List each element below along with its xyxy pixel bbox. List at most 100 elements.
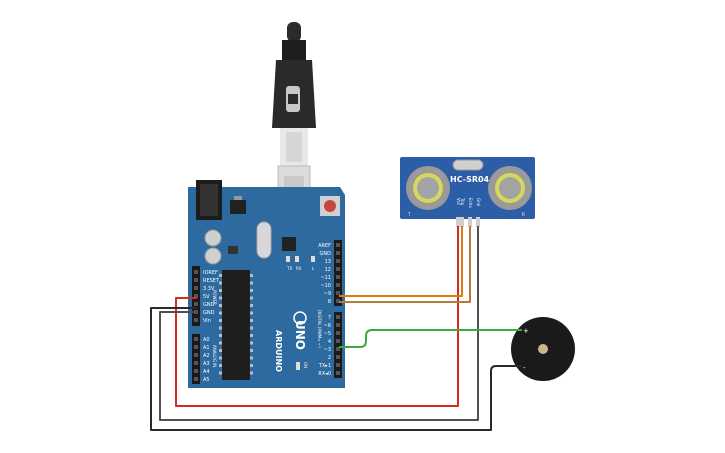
chip-pin (250, 341, 253, 345)
buzzer-minus-label: - (523, 364, 526, 372)
atmega-chip (222, 270, 250, 380)
digital-label: DIGITAL (PWM= ~) (317, 310, 322, 348)
chip-pin (250, 319, 253, 322)
sensor-pin[interactable] (460, 217, 464, 227)
wire-echo-brown[interactable] (339, 226, 471, 303)
pin-label: A2 (203, 353, 210, 359)
header-pin[interactable] (194, 377, 198, 381)
chip-pin (219, 304, 222, 307)
header-pin[interactable] (194, 345, 198, 349)
digital-header-top (334, 240, 342, 306)
analog-title: ANALOG IN (212, 345, 217, 367)
pin-label: 13 (325, 259, 331, 265)
wire-buzzer-green[interactable] (339, 329, 522, 348)
pin-label: A0 (203, 337, 210, 343)
header-pin[interactable] (194, 318, 198, 322)
pin-label: A3 (203, 361, 210, 367)
pin-label: 3.3V (203, 286, 215, 292)
chip-pin (250, 304, 253, 307)
wire-5v-red[interactable] (175, 226, 459, 407)
header-pin[interactable] (336, 251, 340, 255)
chip-pin (250, 311, 253, 315)
chip-pin (219, 281, 222, 285)
capacitor (204, 229, 222, 247)
pin-label: ~10 (320, 283, 331, 289)
sensor-crystal (452, 159, 484, 171)
piezo-buzzer[interactable]: + - (511, 317, 575, 381)
chip-pin (219, 319, 222, 322)
pin-label: ~6 (324, 323, 331, 329)
header-pin[interactable] (336, 363, 340, 367)
header-pin[interactable] (336, 355, 340, 359)
analog-header (192, 334, 200, 384)
chip-pin (219, 326, 222, 330)
led-label: RX (296, 266, 302, 271)
header-pin[interactable] (336, 267, 340, 271)
sensor-pin[interactable] (476, 217, 480, 227)
led-rx (295, 256, 299, 262)
pin-label: ~9 (324, 291, 331, 297)
chip-pin (250, 296, 253, 300)
wire-trig-orange[interactable] (339, 226, 463, 297)
pin-label: 4 (328, 339, 331, 345)
header-pin[interactable] (336, 315, 340, 319)
header-pin[interactable] (336, 275, 340, 279)
chip-pin (219, 334, 222, 337)
header-pin[interactable] (336, 323, 340, 327)
pin-label: A5 (203, 377, 210, 383)
header-pin[interactable] (194, 294, 198, 298)
pin-label: 2 (328, 355, 331, 361)
header-pin[interactable] (194, 361, 198, 365)
pin-label: TX▸1 (318, 363, 331, 369)
power-title: POWER (212, 290, 217, 305)
chip-pin (219, 296, 222, 300)
sensor-pin[interactable] (456, 217, 460, 227)
pin-label: 5V (203, 294, 210, 300)
receiver-mark: R (522, 212, 525, 217)
header-pin[interactable] (336, 299, 340, 303)
pin-label: 12 (325, 267, 331, 273)
crystal-oscillator (256, 221, 272, 259)
chip-pin (250, 371, 253, 375)
header-pin[interactable] (336, 347, 340, 351)
pin-label: ~5 (324, 331, 331, 337)
header-pin[interactable] (194, 369, 198, 373)
arduino-logo-text: ARDUINO (274, 330, 283, 372)
header-pin[interactable] (336, 283, 340, 287)
chip-pin (250, 356, 253, 360)
led-l (311, 256, 315, 262)
chip-pin (219, 311, 222, 315)
header-pin[interactable] (336, 291, 340, 295)
digital-header-bottom (334, 312, 342, 378)
wire-gnd-sensor-gray[interactable] (159, 226, 479, 421)
chip-pin (219, 356, 222, 360)
pin-label: 8 (328, 299, 331, 305)
header-pin[interactable] (194, 278, 198, 282)
header-pin[interactable] (194, 286, 198, 290)
chip-pin (219, 364, 222, 367)
pin-label: GND (203, 310, 215, 316)
chip-pin (250, 289, 253, 292)
header-pin[interactable] (194, 270, 198, 274)
uno-logo-text: UNO (293, 320, 307, 350)
transmitter-mark: T (407, 212, 411, 217)
header-pin[interactable] (336, 339, 340, 343)
arduino-uno-board[interactable]: TX RX L ARDUINO UNO ON AREFGND1312~11~10… (188, 180, 345, 388)
header-pin[interactable] (194, 337, 198, 341)
wire-gnd-buzzer-black[interactable] (150, 307, 522, 431)
header-pin[interactable] (194, 302, 198, 306)
chip-pin (250, 281, 253, 285)
chip-pin (219, 289, 222, 292)
voltage-regulator (230, 200, 246, 214)
led-tx (286, 256, 290, 262)
header-pin[interactable] (336, 331, 340, 335)
header-pin[interactable] (336, 243, 340, 247)
header-pin[interactable] (336, 259, 340, 263)
buzzer-center (538, 344, 548, 354)
chip-pin (219, 371, 222, 375)
header-pin[interactable] (336, 371, 340, 375)
header-pin[interactable] (194, 353, 198, 357)
sensor-pin[interactable] (468, 217, 472, 227)
